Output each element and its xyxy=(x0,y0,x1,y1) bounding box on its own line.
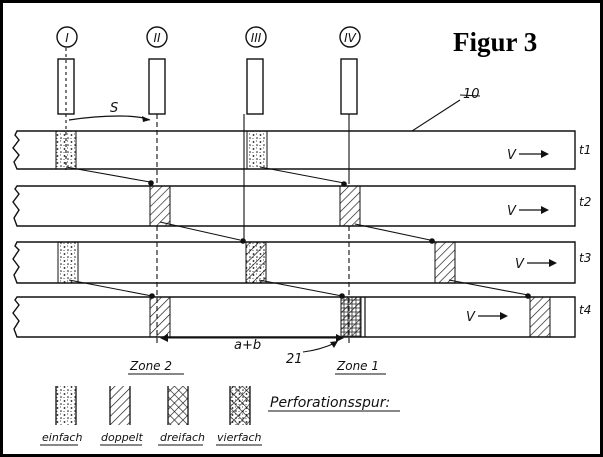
velocity-t1: V xyxy=(507,148,517,163)
time-t2: t2 xyxy=(579,195,591,209)
legend-label-doppelt: doppelt xyxy=(101,431,144,444)
velocity-t4: V xyxy=(466,310,476,325)
legend-label-vierfach: vierfach xyxy=(217,431,262,444)
figure-title: Figur 3 xyxy=(453,27,537,57)
head-I-label: I xyxy=(65,31,69,45)
transfer-dots xyxy=(148,180,531,299)
legend-swatch-vierfach xyxy=(229,386,251,425)
legend-swatch-dreifach xyxy=(167,386,189,425)
dimension-s-label: S xyxy=(110,101,118,116)
ref-21-label: 21 xyxy=(286,352,303,367)
strip-t2: V t2 xyxy=(12,185,591,227)
paper-sheet xyxy=(3,3,600,454)
head-II-label: II xyxy=(153,31,161,45)
legend-label-dreifach: dreifach xyxy=(160,431,205,444)
ref-21: 21 xyxy=(286,341,338,367)
zone-1-label: Zone 1 xyxy=(336,359,379,373)
head-center-lines xyxy=(65,48,350,345)
dimension-a-plus-b-label: a+b xyxy=(234,338,261,353)
dimension-a-plus-b: a+b xyxy=(160,334,344,353)
time-t3: t3 xyxy=(579,251,591,265)
head-II: II xyxy=(146,26,168,115)
time-t1: t1 xyxy=(579,143,591,157)
head-IV-label: IV xyxy=(344,31,357,45)
transfer-paths xyxy=(65,166,529,297)
legend: einfach doppelt dreifach vierfach Perfor… xyxy=(40,386,400,446)
velocity-t2: V xyxy=(507,204,517,219)
legend-label-einfach: einfach xyxy=(42,431,82,444)
head-III-label: III xyxy=(251,31,262,45)
time-t4: t4 xyxy=(579,303,591,317)
legend-title: Perforationsspur: xyxy=(270,395,390,411)
velocity-t3: V xyxy=(515,257,525,272)
strip-t1: V t1 xyxy=(12,130,591,170)
zone-2-label: Zone 2 xyxy=(129,359,172,373)
head-IV: IV xyxy=(339,26,361,115)
head-III: III xyxy=(245,26,267,115)
strip-t4: V t4 xyxy=(12,296,591,338)
legend-swatch-doppelt xyxy=(109,386,131,425)
ref-10-label: 10 xyxy=(463,87,480,102)
strip-t3: V t3 xyxy=(12,241,591,284)
dimension-s: S xyxy=(68,101,151,122)
legend-swatch-einfach xyxy=(55,386,77,425)
